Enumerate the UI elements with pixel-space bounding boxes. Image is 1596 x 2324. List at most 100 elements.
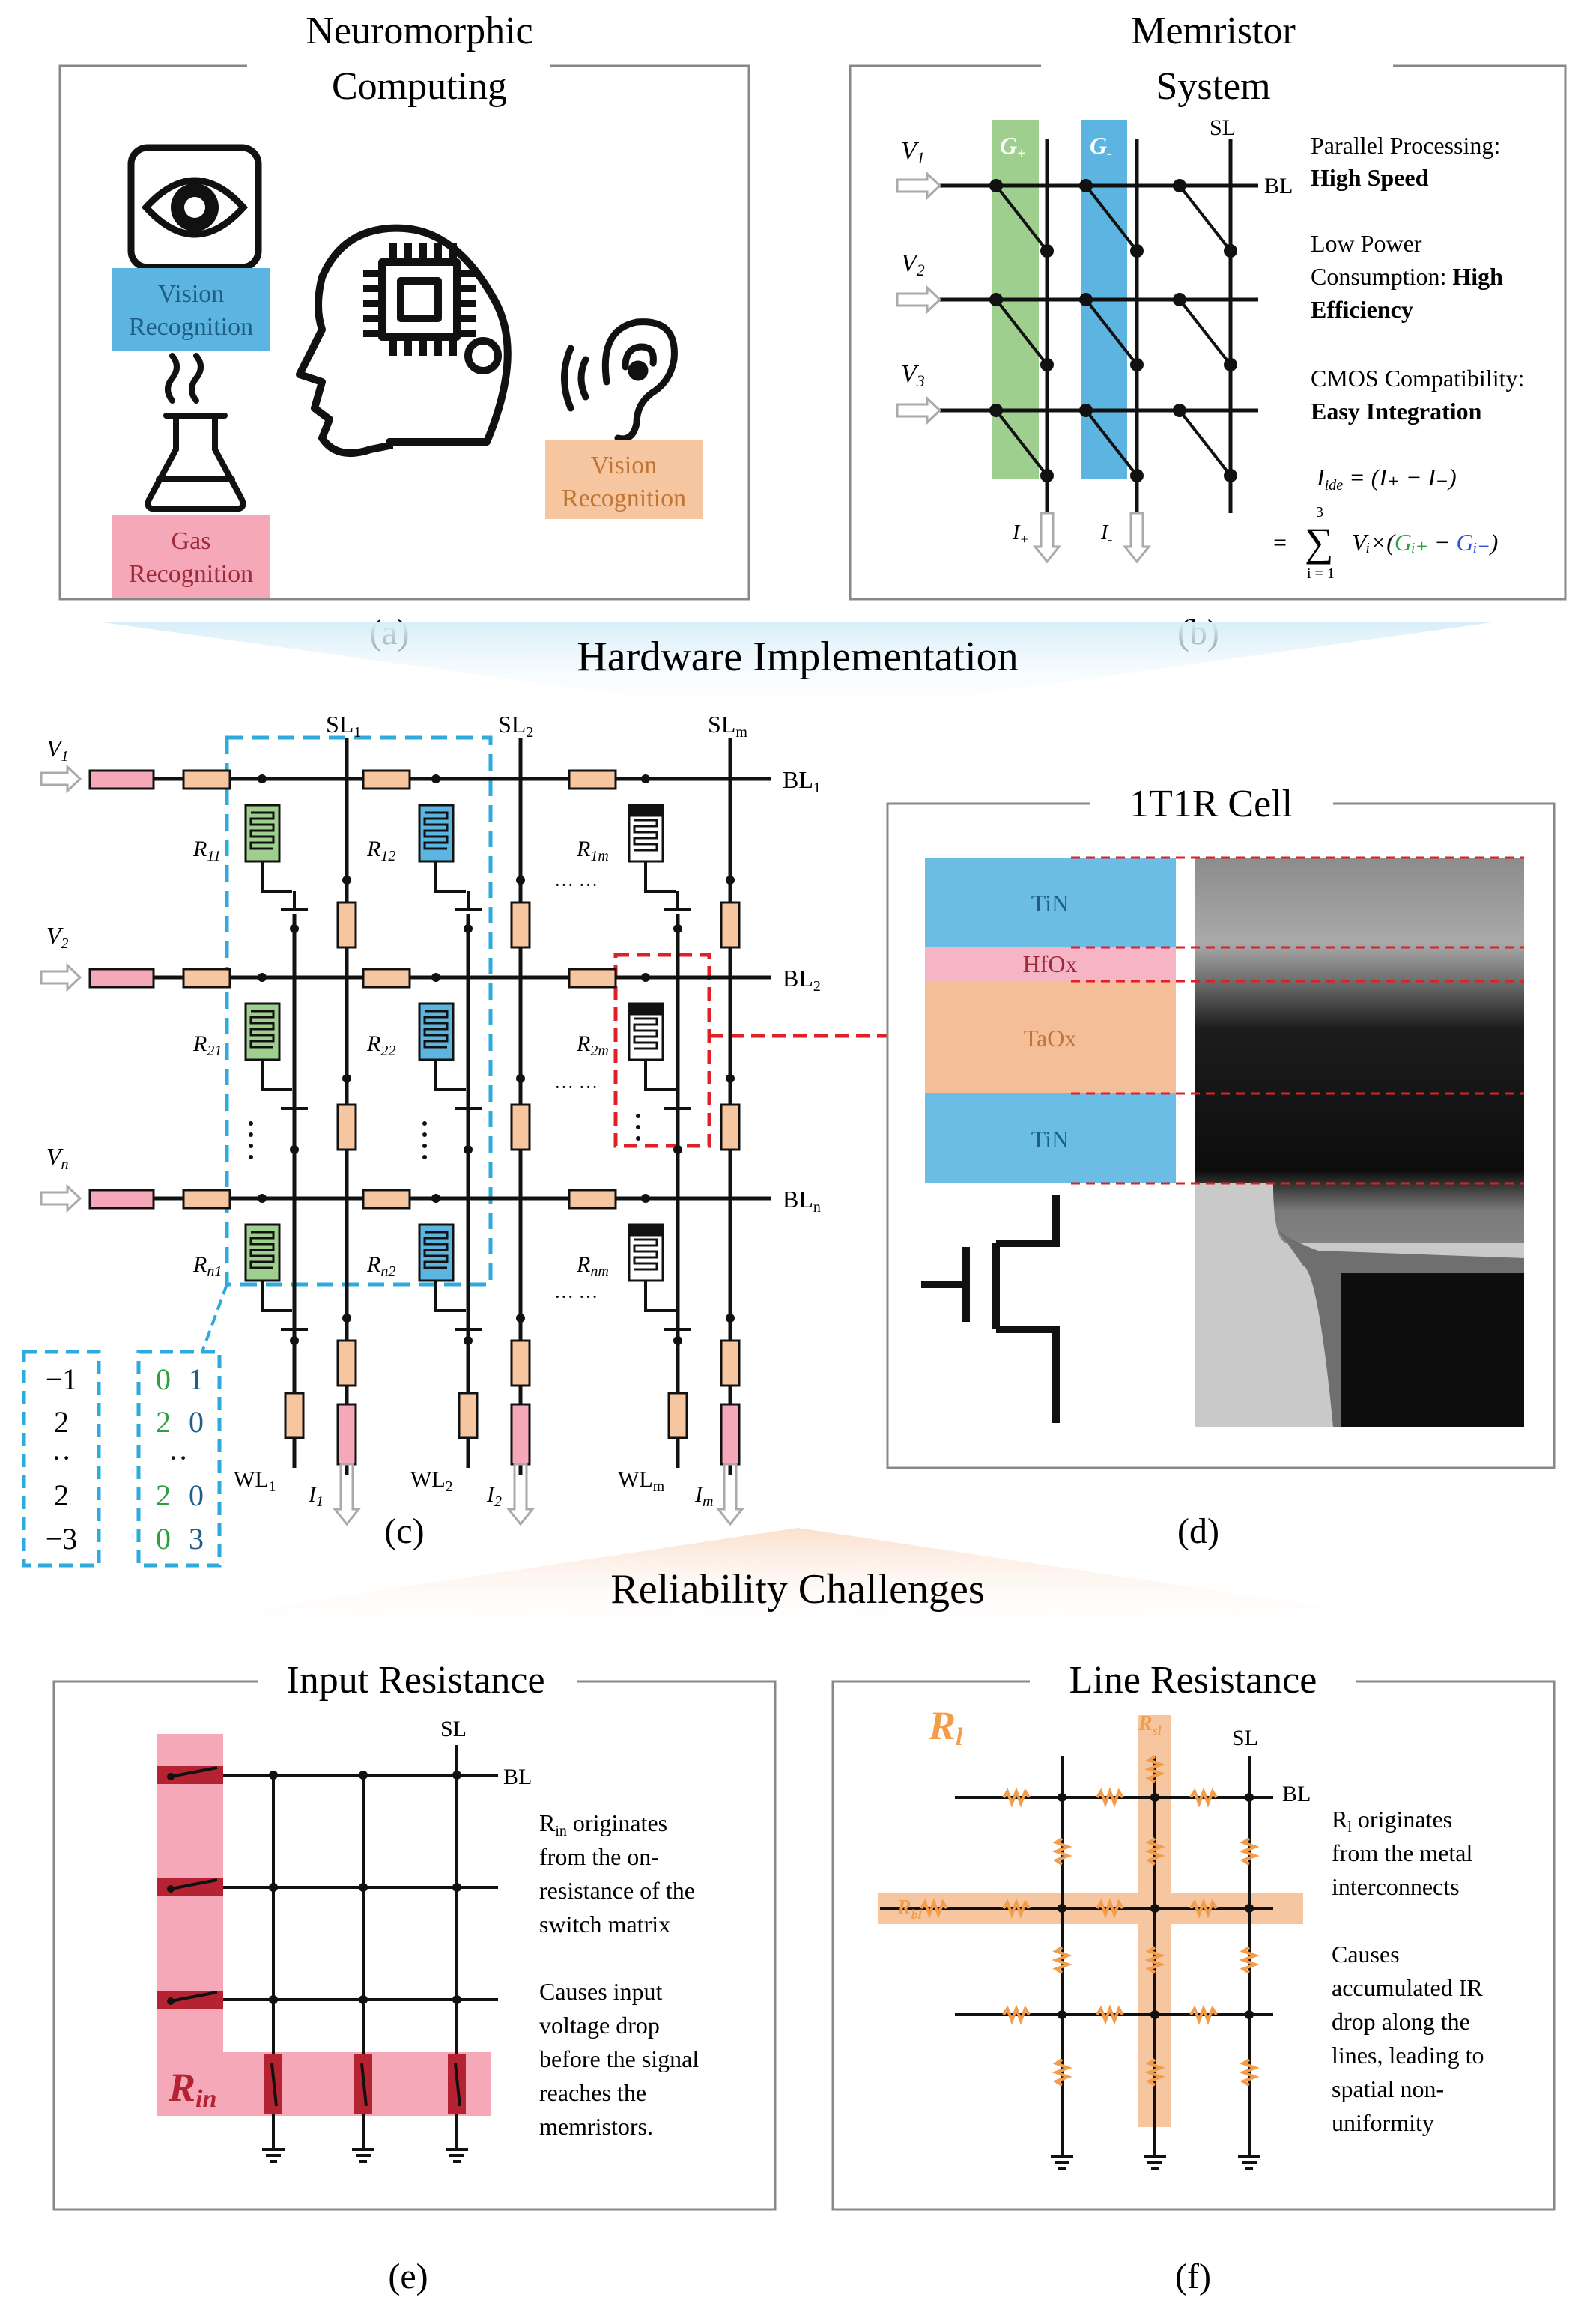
panel-f-wires bbox=[880, 1756, 1273, 2157]
svg-text:lines, leading to: lines, leading to bbox=[1332, 2042, 1484, 2069]
panel-d-frame bbox=[886, 802, 1556, 1469]
panel-e: Input Resistance bbox=[52, 1659, 777, 2296]
panel-e-label: (e) bbox=[388, 2257, 428, 2296]
panel-d-title: 1T1R Cell bbox=[1129, 783, 1293, 825]
svg-text:Causes: Causes bbox=[1332, 1941, 1400, 1967]
svg-text:memristors.: memristors. bbox=[539, 2113, 653, 2140]
gas-label-line2: Recognition bbox=[129, 560, 253, 588]
c-i2-label: I2 bbox=[486, 1482, 502, 1510]
panel-b-frame bbox=[849, 64, 1567, 601]
r2m-label: R2m bbox=[576, 1031, 609, 1059]
feature2-line2: Consumption: High bbox=[1311, 263, 1503, 290]
vision-label-line2: Recognition bbox=[129, 313, 253, 341]
hearing-recognition-box bbox=[545, 440, 703, 519]
c-wlm-label: WLm bbox=[618, 1467, 665, 1495]
svg-text:2: 2 bbox=[54, 1478, 69, 1512]
svg-text:resistance of the: resistance of the bbox=[539, 1877, 695, 1904]
column-highlight-box bbox=[225, 735, 493, 1287]
panel-a: Neuromorphic Computing Vision Recognitio… bbox=[58, 10, 750, 652]
feature1-a: Parallel Processing: bbox=[1311, 132, 1500, 159]
line-resistors-f bbox=[920, 1755, 1260, 2087]
dots-row2: ··· ··· bbox=[554, 1076, 598, 1098]
gas-recognition-box bbox=[112, 515, 270, 598]
c-v2-label: V2 bbox=[46, 922, 69, 952]
svg-text:··: ·· bbox=[52, 1441, 72, 1475]
svg-text:reaches the: reaches the bbox=[539, 2079, 646, 2106]
hearing-label-line2: Recognition bbox=[562, 485, 686, 512]
svg-text:from the on-: from the on- bbox=[539, 1843, 659, 1870]
rin-highlight bbox=[157, 1734, 491, 2116]
dots-row1: ··· ··· bbox=[554, 874, 598, 896]
hearing-label-line1: Vision bbox=[591, 452, 658, 479]
eq1: Iide= (I₊ − I₋) bbox=[1316, 464, 1457, 494]
memristor-elements bbox=[989, 179, 1237, 482]
rbl-label: Rbl bbox=[896, 1896, 922, 1922]
hardware-banner-text: Hardware Implementation bbox=[577, 634, 1018, 680]
input-resistors bbox=[88, 769, 741, 1466]
c-slm-label: SLm bbox=[708, 711, 747, 741]
panel-d-label: (d) bbox=[1177, 1511, 1219, 1551]
tin-top-layer bbox=[925, 858, 1176, 947]
input-arrows bbox=[896, 171, 1152, 564]
tin-bottom-label: TiN bbox=[1031, 1126, 1069, 1153]
tin-top-label: TiN bbox=[1031, 890, 1069, 917]
rin-label: Rin bbox=[168, 2065, 216, 2113]
e-sl-label: SL bbox=[440, 1717, 467, 1741]
c-bl2-label: BL2 bbox=[783, 965, 821, 995]
sl-label: SL bbox=[1210, 115, 1236, 140]
svg-text:−1: −1 bbox=[46, 1362, 78, 1396]
panel-b-title-line1: Memristor bbox=[1131, 10, 1296, 52]
input-vector: −1 2 ·· 2 −3 bbox=[46, 1362, 78, 1556]
i-plus-label: I+ bbox=[1012, 521, 1028, 547]
c-bln-label: BLn bbox=[783, 1186, 821, 1216]
feature2-d: Efficiency bbox=[1311, 296, 1413, 323]
reliability-banner-shape bbox=[97, 1528, 1498, 1633]
svg-text:−3: −3 bbox=[46, 1522, 78, 1556]
eq2-sum: ∑ bbox=[1305, 520, 1334, 565]
feature3-b: Easy Integration bbox=[1311, 398, 1482, 425]
switches-e bbox=[157, 1766, 466, 2114]
panel-e-description: Rin originates from the on- resistance o… bbox=[539, 1809, 699, 2140]
v2-label: V2 bbox=[901, 249, 925, 279]
r12-label: R12 bbox=[366, 837, 395, 864]
panel-b: Memristor System bbox=[849, 10, 1567, 652]
ear-icon bbox=[561, 318, 678, 443]
grounds-e bbox=[262, 2148, 468, 2163]
panel-d: 1T1R Cell TiN HfOx TaOx TiN (d) bbox=[886, 783, 1556, 1551]
gas-label-line1: Gas bbox=[172, 527, 211, 555]
svg-text:Rin originates: Rin originates bbox=[539, 1809, 667, 1839]
rn1-label: Rn1 bbox=[192, 1252, 222, 1280]
feature3-a: CMOS Compatibility: bbox=[1311, 365, 1524, 392]
vertical-dots bbox=[249, 1114, 640, 1159]
vision-label-line1: Vision bbox=[158, 280, 225, 308]
i-minus-label: I- bbox=[1100, 521, 1112, 547]
svg-text:Causes input: Causes input bbox=[539, 1978, 663, 2005]
feature2-a: Low Power bbox=[1311, 230, 1422, 257]
eq2-body: Vᵢ×(Gᵢ₊ − Gᵢ₋) bbox=[1352, 529, 1498, 556]
c-wl1-label: WL1 bbox=[234, 1467, 276, 1495]
panel-a-frame bbox=[58, 64, 750, 601]
c-vn-label: Vn bbox=[46, 1143, 69, 1173]
rnm-label: Rnm bbox=[576, 1252, 609, 1280]
hfox-label: HfOx bbox=[1023, 950, 1078, 977]
eq2-sum-top: 3 bbox=[1316, 504, 1323, 521]
input-vector-box bbox=[22, 1350, 101, 1568]
layer-guide-lines bbox=[1071, 856, 1524, 1185]
taox-label: TaOx bbox=[1024, 1025, 1077, 1052]
output-arrows-c bbox=[332, 1463, 745, 1526]
svg-text:3: 3 bbox=[189, 1522, 204, 1556]
v3-label: V3 bbox=[901, 360, 925, 390]
svg-text:2: 2 bbox=[54, 1405, 69, 1439]
svg-text:1: 1 bbox=[189, 1362, 204, 1396]
panel-e-frame bbox=[52, 1680, 777, 2211]
eq2-prefix: = bbox=[1273, 529, 1287, 556]
svg-text:from the metal: from the metal bbox=[1332, 1839, 1472, 1866]
c-sl2-label: SL2 bbox=[498, 711, 533, 741]
junction-dots-e bbox=[167, 1771, 461, 2005]
r22-label: R22 bbox=[366, 1031, 395, 1059]
panel-f-frame bbox=[831, 1680, 1556, 2211]
svg-text:2: 2 bbox=[156, 1478, 171, 1512]
weight-matrix: 0 2 ·· 2 0 1 0 0 3 bbox=[156, 1362, 204, 1556]
head-chip-icon bbox=[296, 224, 512, 457]
